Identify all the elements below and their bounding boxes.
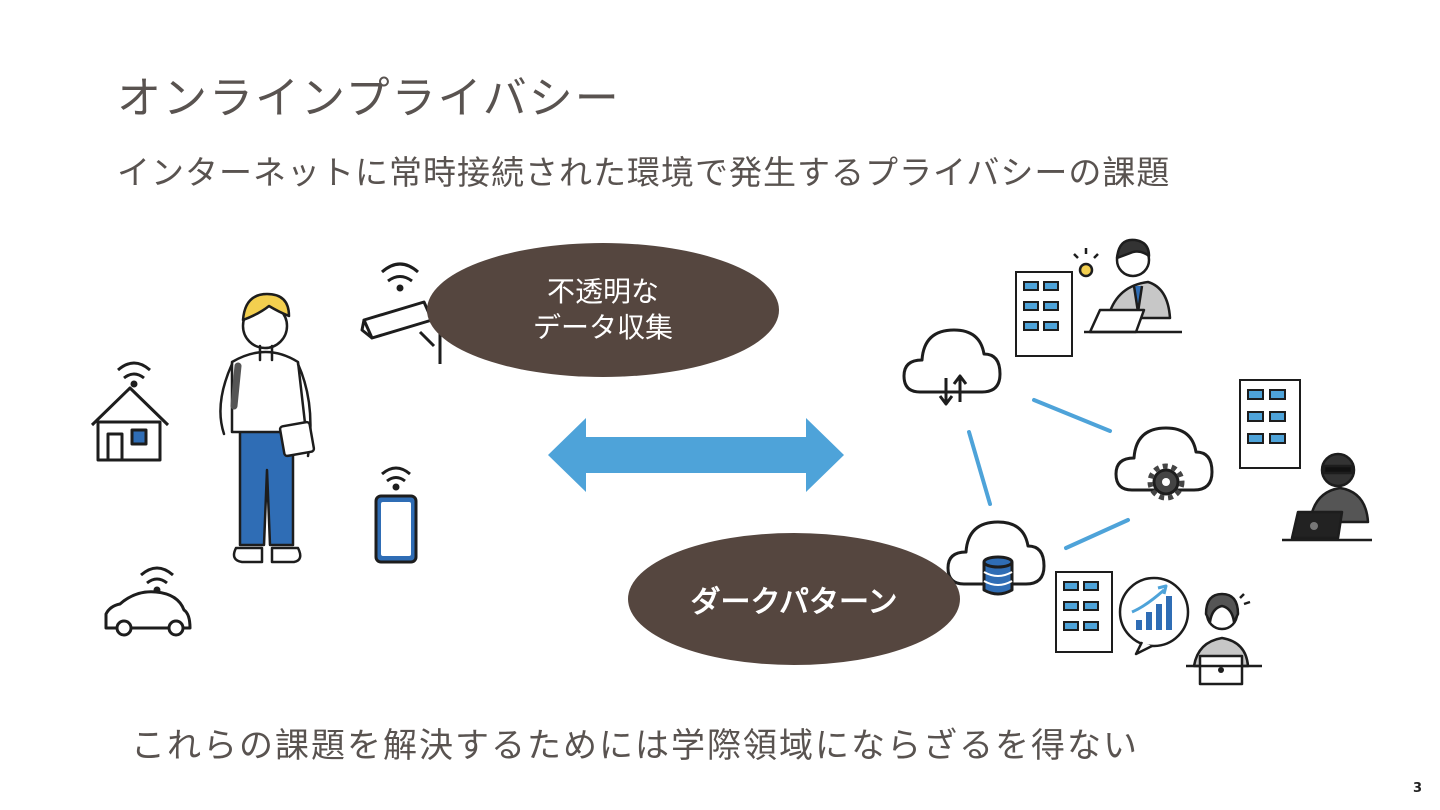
page-number: 3 bbox=[1412, 781, 1422, 796]
slide-title: オンラインプライバシー bbox=[117, 73, 621, 124]
building-icon-bottom bbox=[1055, 571, 1113, 653]
connected-car-icon bbox=[104, 566, 192, 637]
building-icon-top bbox=[1015, 271, 1073, 357]
slide-subtitle: インターネットに常時接続された環境で発生するプライバシーの課題 bbox=[117, 153, 1171, 192]
building-icon-middle bbox=[1239, 379, 1301, 469]
businessman-icon bbox=[1073, 238, 1182, 334]
opaque-bubble-line1: 不透明な bbox=[546, 275, 659, 308]
conclusion-text: これらの課題を解決するためには学際領域にならざるを得ない bbox=[131, 726, 1139, 766]
smart-home-icon bbox=[90, 361, 170, 462]
person-icon bbox=[219, 292, 316, 564]
cloud-transfer-icon bbox=[902, 328, 1002, 406]
hacker-icon bbox=[1282, 452, 1372, 542]
dark-patterns-bubble: ダークパターン bbox=[628, 533, 960, 665]
opaque-bubble-line2: データ収集 bbox=[532, 311, 673, 344]
opaque-data-collection-bubble: 不透明な データ収集 bbox=[427, 243, 779, 377]
dark-patterns-label: ダークパターン bbox=[690, 585, 898, 620]
network-lines bbox=[967, 398, 1130, 550]
smartphone-icon bbox=[374, 466, 418, 564]
double-arrow bbox=[548, 418, 844, 492]
cloud-database-icon bbox=[946, 520, 1046, 596]
analyst-icon bbox=[1118, 576, 1262, 686]
cloud-gear-icon bbox=[1114, 426, 1214, 501]
